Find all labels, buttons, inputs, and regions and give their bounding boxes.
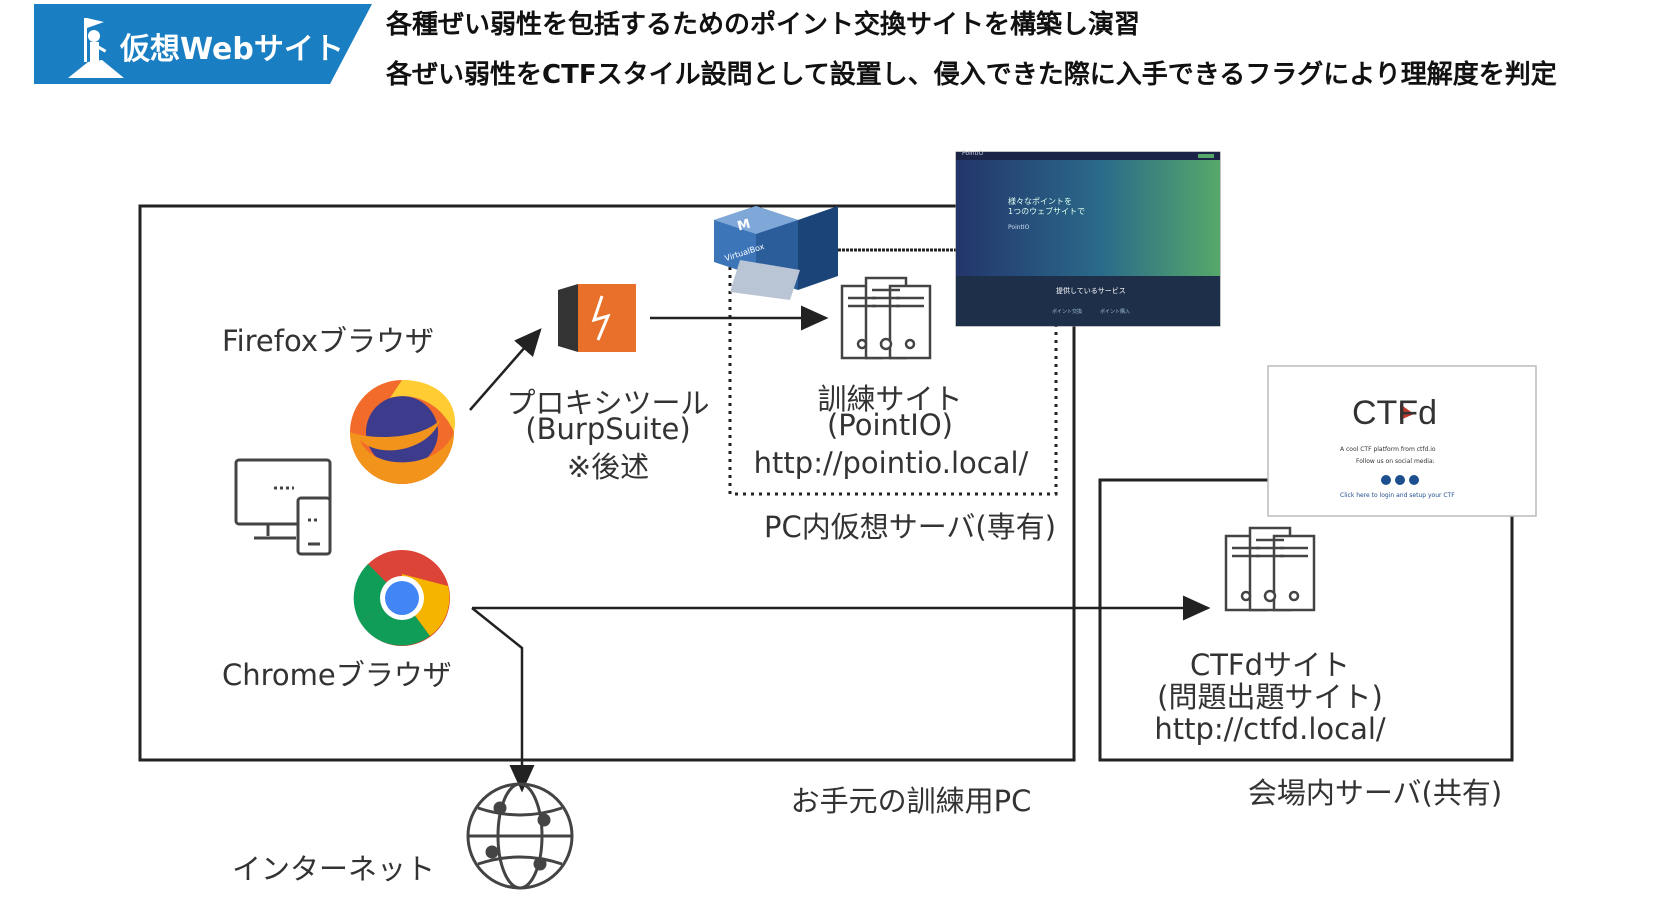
pointio-screenshot [955, 151, 1221, 327]
proxy-label-3: ※後述 [566, 450, 650, 484]
internet-label: インターネット [232, 852, 436, 886]
training-server-icon [840, 276, 932, 360]
pointio-hero-2: 1つのウェブサイトで [1008, 207, 1086, 216]
internet-globe-icon [466, 782, 574, 890]
ctfd-server-icon [1224, 526, 1316, 612]
training-label-2: (PointIO) [826, 408, 953, 442]
firefox-icon [350, 380, 456, 484]
ctfd-label-2: (問題出題サイト) [1157, 680, 1383, 714]
ctfd-screenshot [1267, 365, 1537, 517]
banner-label: 仮想Webサイト [120, 32, 344, 67]
shared-server-label: 会場内サーバ(共有) [1247, 776, 1503, 810]
training-label-1: 訓練サイト [817, 382, 963, 416]
ctfd-url: http://ctfd.local/ [1154, 712, 1386, 746]
firefox-label: Firefoxブラウザ [222, 324, 434, 358]
chrome-icon [353, 550, 450, 646]
pointio-service-1: ポイント交換 [1052, 309, 1083, 315]
ctfd-logo: CTFd [1352, 394, 1437, 432]
virtualbox-icon: M [714, 206, 838, 300]
proxy-label-1: プロキシツール [506, 386, 710, 420]
banner-badge [34, 4, 372, 84]
pointio-services: 提供しているサービス [1056, 287, 1126, 295]
burpsuite-icon [558, 284, 636, 352]
header-line-2: 各ぜい弱性をCTFスタイル設問として設置し、侵入できた際に入手できるフラグにより… [386, 60, 1557, 90]
proxy-label-2: (BurpSuite) [525, 412, 691, 446]
ctfd-social-text: Follow us on social media: [1356, 458, 1435, 465]
pc-label: お手元の訓練用PC [790, 784, 1032, 818]
pointio-hero-1: 様々なポイントを [1008, 197, 1072, 206]
ctfd-login-link: Click here to login and setup your CTF [1340, 492, 1455, 499]
ctfd-label-1: CTFdサイト [1189, 648, 1351, 682]
arrow-chrome-to-internet [471, 607, 535, 793]
training-pc-box [138, 204, 1076, 762]
ctfd-flag-icon [1400, 404, 1414, 420]
pointio-nav: PointIO [962, 150, 984, 157]
pointio-hero-3: PointIO [1008, 224, 1030, 231]
pointio-service-2: ポイント購入 [1100, 309, 1131, 315]
pc-device-icon [234, 458, 332, 556]
chrome-label: Chromeブラウザ [222, 658, 452, 692]
social-icons [1381, 475, 1419, 485]
ctfd-tagline: A cool CTF platform from ctfd.io [1340, 446, 1436, 453]
vm-dotted-box [728, 248, 1058, 496]
header-line-1: 各種ぜい弱性を包括するためのポイント交換サイトを構築し演習 [386, 10, 1141, 40]
svg-text:M: M [736, 217, 752, 235]
vm-label: PC内仮想サーバ(専有) [763, 510, 1057, 544]
flag-person-icon [68, 18, 124, 78]
arrow-firefox-to-proxy [469, 328, 542, 411]
training-url: http://pointio.local/ [753, 446, 1029, 480]
